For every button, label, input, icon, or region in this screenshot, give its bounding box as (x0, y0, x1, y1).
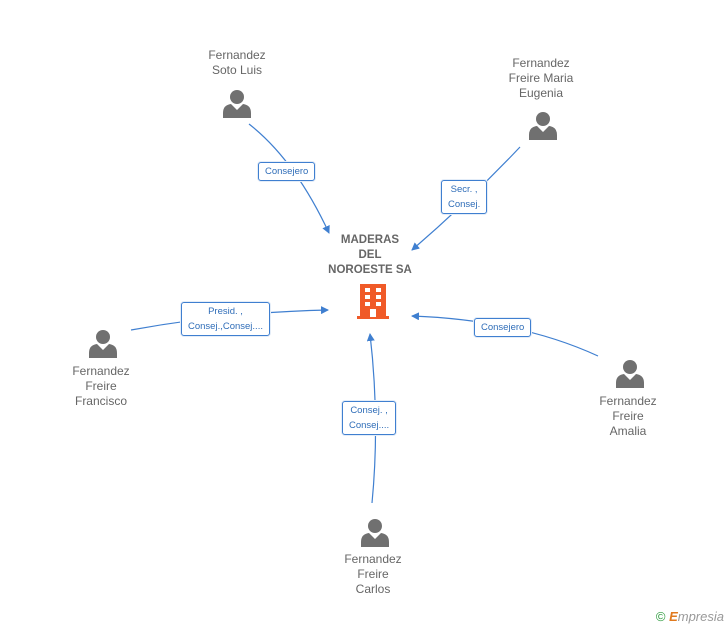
person-name-line: Soto Luis (211, 63, 263, 77)
copyright-icon: © (655, 609, 666, 624)
person-name-line: Carlos (355, 582, 391, 596)
person-icon[interactable] (615, 359, 645, 389)
role-label-line: Presid. , (208, 306, 243, 317)
person-name-line: Fernandez (344, 552, 402, 566)
brand-initial: E (669, 609, 678, 624)
person-name-line: Eugenia (518, 86, 564, 100)
role-label-line: Consej. (448, 199, 481, 210)
role-label-line: Consejero (481, 322, 525, 333)
brand-name: mpresia (677, 609, 724, 624)
person-icon[interactable] (88, 329, 118, 359)
footer-brand: © Empresia (656, 609, 724, 624)
brand-logo: Empresia (669, 609, 724, 624)
role-label-line: Consejero (265, 166, 309, 177)
role-label-carlos[interactable]: Consej. , Consej.... (342, 401, 397, 435)
person-name-line: Fernandez (599, 394, 657, 408)
person-icon[interactable] (222, 89, 252, 119)
role-label-maria[interactable]: Secr. , Consej. (441, 180, 488, 214)
person-name-line: Freire (357, 567, 389, 581)
person-name-line: Fernandez (72, 364, 130, 378)
person-name-line: Francisco (74, 394, 127, 408)
role-label-soto[interactable]: Consejero (258, 162, 316, 181)
person-name-line: Freire (85, 379, 117, 393)
role-label-line: Consej.... (349, 420, 390, 431)
building-icon[interactable] (357, 284, 389, 320)
person-name-line: Fernandez (208, 48, 266, 62)
person-name-line: Amalia (609, 424, 647, 438)
company-name-line: DEL (358, 249, 382, 261)
company-name-line: NOROESTE SA (328, 264, 412, 276)
role-label-line: Consej. , (350, 405, 388, 416)
company-name[interactable]: MADERAS DEL NOROESTE SA (310, 233, 430, 278)
company-name-line: MADERAS (340, 234, 400, 246)
role-label-line: Consej.,Consej.... (188, 321, 263, 332)
person-icon[interactable] (360, 518, 390, 548)
person-name-line: Freire Maria (508, 71, 574, 85)
role-label-amalia[interactable]: Consejero (474, 318, 532, 337)
person-name-line: Fernandez (512, 56, 570, 70)
person-icon[interactable] (528, 111, 558, 141)
role-label-francisco[interactable]: Presid. , Consej.,Consej.... (181, 302, 270, 336)
role-label-line: Secr. , (450, 184, 478, 195)
person-name-line: Freire (612, 409, 644, 423)
